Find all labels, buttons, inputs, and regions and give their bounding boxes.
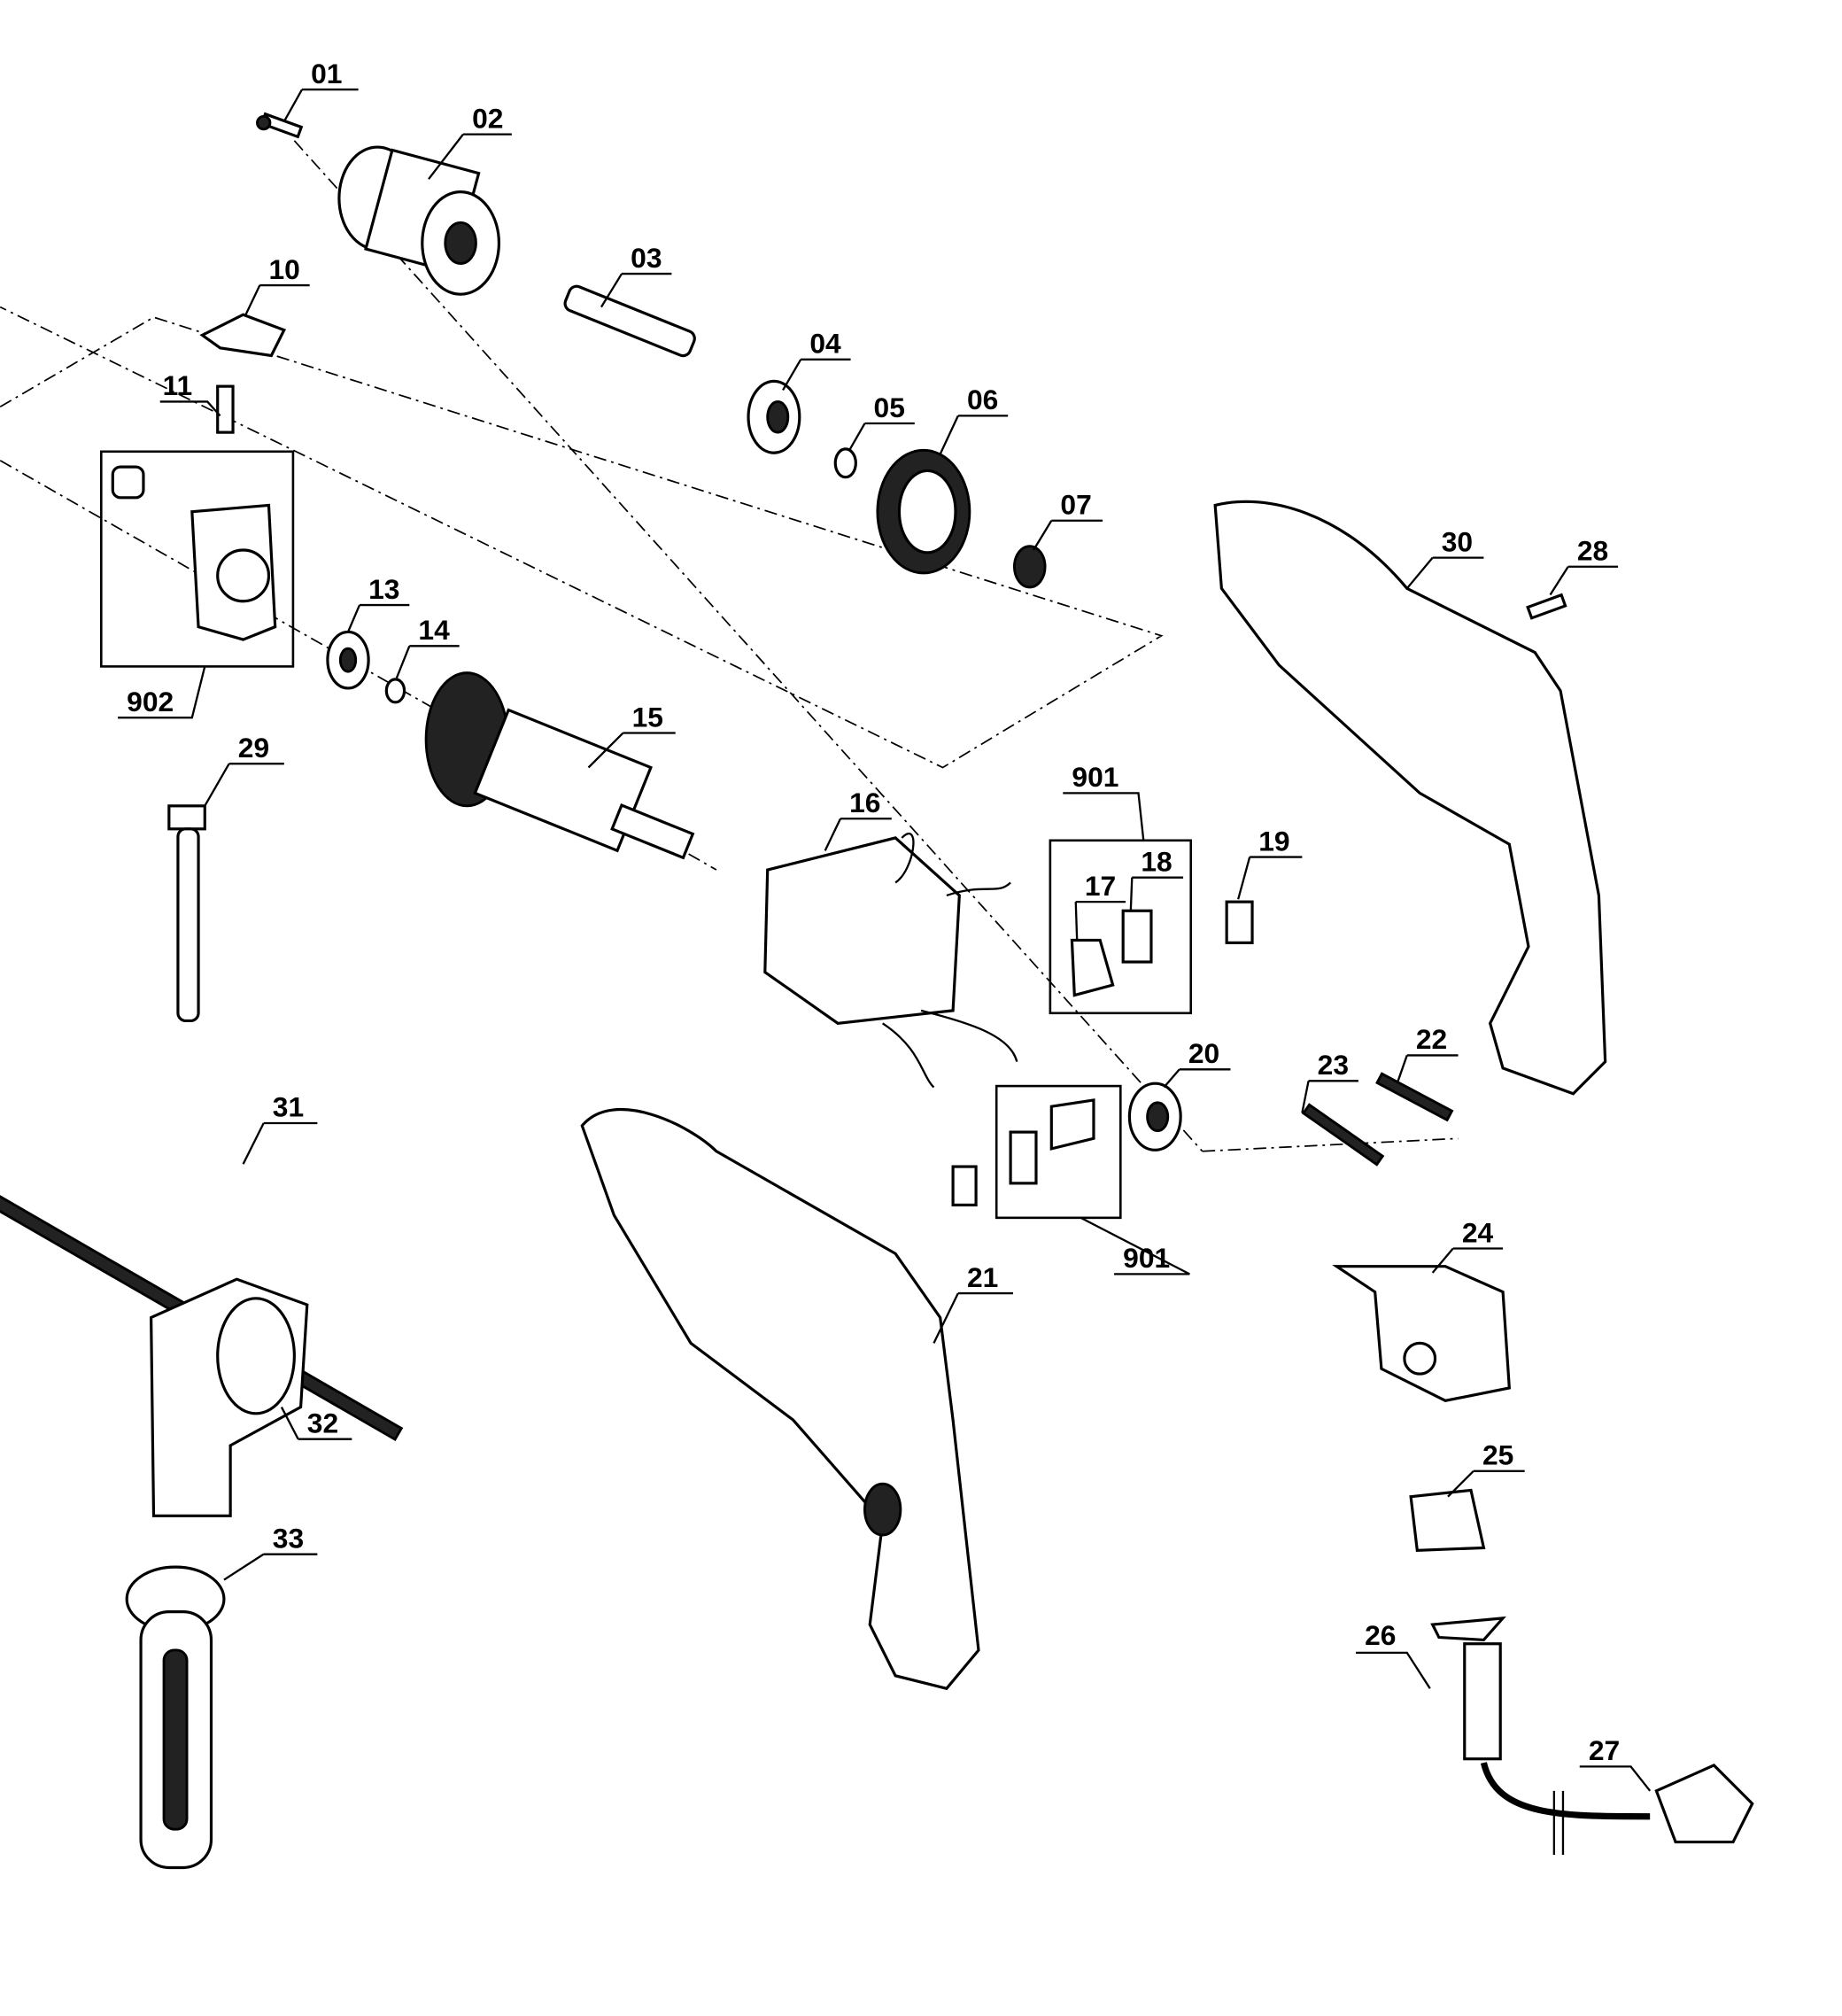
part-16-stator — [763, 833, 1018, 1089]
part-24-switch — [1332, 1265, 1511, 1403]
part-14-ring — [384, 678, 406, 704]
label-30: 30 — [1442, 525, 1473, 557]
part-22-spring — [1375, 1072, 1454, 1122]
part-06-gear — [876, 448, 971, 575]
label-902: 902 — [127, 686, 174, 717]
label-32: 32 — [307, 1407, 338, 1438]
label-21: 21 — [967, 1261, 998, 1293]
label-14: 14 — [418, 614, 450, 646]
label-24: 24 — [1462, 1216, 1494, 1248]
label-26: 26 — [1365, 1619, 1396, 1651]
part-01-screw — [256, 112, 304, 139]
part-28-screw — [1526, 593, 1567, 620]
label-11: 11 — [163, 369, 193, 401]
label-18: 18 — [1141, 845, 1172, 877]
label-901-bottom: 901 — [1123, 1242, 1170, 1274]
part-labels: 01 02 03 04 05 06 07 10 11 13 14 15 16 9… — [118, 58, 1652, 1792]
label-10: 10 — [268, 253, 299, 285]
part-23-spring — [1301, 1103, 1385, 1167]
assembly-axis-lines — [0, 140, 1459, 1152]
part-07-bearing — [1012, 545, 1047, 589]
part-30-housing-half — [1213, 500, 1607, 1096]
part-18-brush-holder — [1121, 909, 1153, 964]
label-15: 15 — [632, 701, 663, 733]
label-29: 29 — [238, 732, 269, 764]
part-13-bearing — [326, 630, 370, 690]
part-20-bearing — [1127, 1082, 1182, 1151]
label-19: 19 — [1258, 825, 1289, 857]
assembly-box-902 — [99, 450, 295, 668]
assembly-box-901-bottom — [995, 1084, 1122, 1220]
label-05: 05 — [874, 392, 905, 423]
part-26-cable-sleeve — [1430, 1616, 1506, 1761]
part-02-chuck — [337, 145, 501, 296]
part-901-lower-brush — [951, 1098, 1095, 1206]
label-28: 28 — [1577, 535, 1608, 567]
label-901-top: 901 — [1072, 761, 1118, 793]
part-19-carbon-brush — [1225, 900, 1254, 944]
part-10-switch-button — [199, 313, 287, 358]
part-15-armature — [424, 671, 695, 860]
label-02: 02 — [472, 102, 503, 134]
label-20: 20 — [1188, 1037, 1219, 1069]
part-25-cable-clamp — [1409, 1488, 1486, 1552]
part-902-bearing-housing — [111, 465, 277, 641]
part-29-depth-stop — [167, 804, 206, 1023]
part-05-ring — [833, 447, 857, 479]
label-25: 25 — [1482, 1439, 1513, 1471]
part-27-power-cord — [1480, 1762, 1754, 1856]
label-07: 07 — [1060, 489, 1091, 521]
label-23: 23 — [1318, 1049, 1349, 1081]
label-13: 13 — [368, 573, 399, 605]
part-04-bearing — [747, 379, 801, 454]
part-03-spindle — [563, 284, 696, 358]
part-11-slider — [216, 384, 235, 434]
part-drawings — [0, 112, 1754, 1870]
label-17: 17 — [1085, 870, 1116, 902]
label-22: 22 — [1416, 1023, 1447, 1055]
label-06: 06 — [967, 384, 998, 415]
part-21-housing-half — [580, 1108, 980, 1691]
label-16: 16 — [849, 787, 880, 818]
part-17-brush-holder — [1070, 938, 1115, 997]
label-04: 04 — [809, 328, 841, 360]
label-27: 27 — [1589, 1734, 1620, 1766]
label-03: 03 — [631, 242, 662, 274]
part-33-handle — [125, 1565, 226, 1870]
label-33: 33 — [273, 1522, 304, 1554]
part-32-side-handle-clamp — [150, 1277, 309, 1517]
assembly-box-901-top — [1049, 839, 1193, 1015]
label-01: 01 — [311, 58, 342, 89]
label-31: 31 — [273, 1091, 304, 1123]
